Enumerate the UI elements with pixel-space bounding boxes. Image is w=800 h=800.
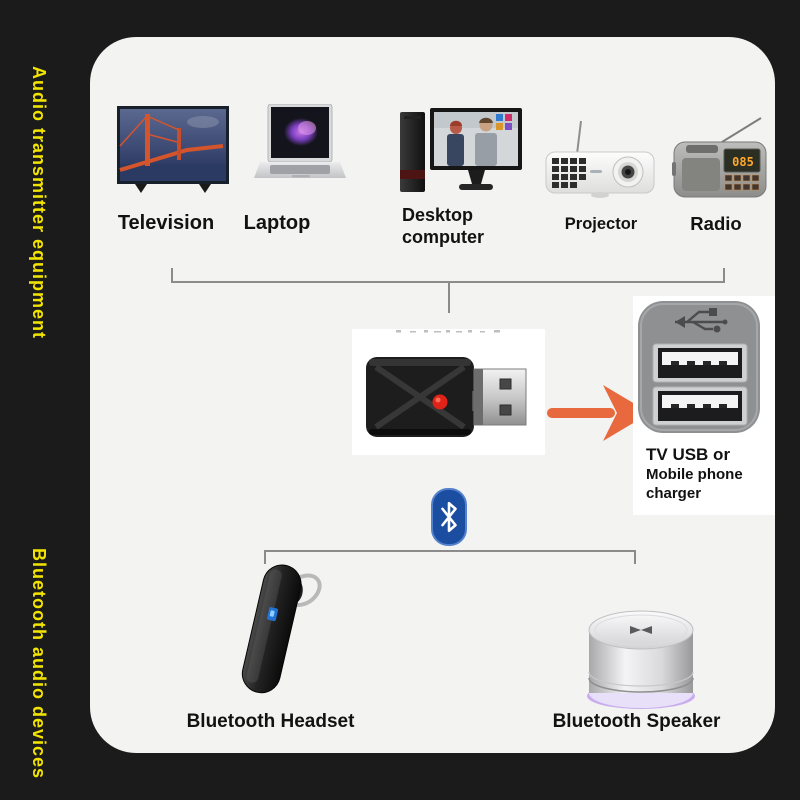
laptop-image xyxy=(254,104,346,178)
dongle-led xyxy=(432,394,448,410)
bluetooth-speaker-label: Bluetooth Speaker xyxy=(552,711,721,732)
television-image xyxy=(117,106,229,193)
desktop-computer-image xyxy=(400,108,522,192)
usb-charger-image xyxy=(638,301,760,433)
charger-label: TV USB or Mobile phone charger xyxy=(646,444,771,503)
rail-label-receivers: Bluetooth audio devices xyxy=(29,548,49,780)
charger-label-line3: charger xyxy=(646,485,702,502)
rail-label-transmitters: Audio transmitter equipment xyxy=(29,66,49,340)
bluetooth-headset-label: Bluetooth Headset xyxy=(186,711,355,732)
arrow-right-icon xyxy=(547,385,650,441)
projector-label: Projector xyxy=(564,215,638,233)
desktop-computer-label: Desktop computer xyxy=(402,205,485,247)
projector-image xyxy=(545,120,655,198)
cropped-text-fragment xyxy=(396,330,500,333)
radio-image: 085 xyxy=(672,117,767,198)
usb-port xyxy=(652,386,748,426)
usb-dongle-photo xyxy=(352,329,545,455)
radio-display-value: 085 xyxy=(732,155,754,169)
usb-port xyxy=(652,343,748,383)
bluetooth-headset-image xyxy=(241,564,322,694)
bluetooth-icon xyxy=(431,488,467,546)
laptop-label: Laptop xyxy=(243,212,311,234)
usb-charger-photo xyxy=(633,296,775,515)
television-label: Television xyxy=(117,212,215,234)
usb-dongle-image xyxy=(366,330,527,437)
charger-label-line2: Mobile phone xyxy=(646,466,743,483)
radio-label: Radio xyxy=(690,213,742,234)
bluetooth-speaker-image xyxy=(587,610,695,709)
charger-label-line1: TV USB or xyxy=(646,445,731,464)
